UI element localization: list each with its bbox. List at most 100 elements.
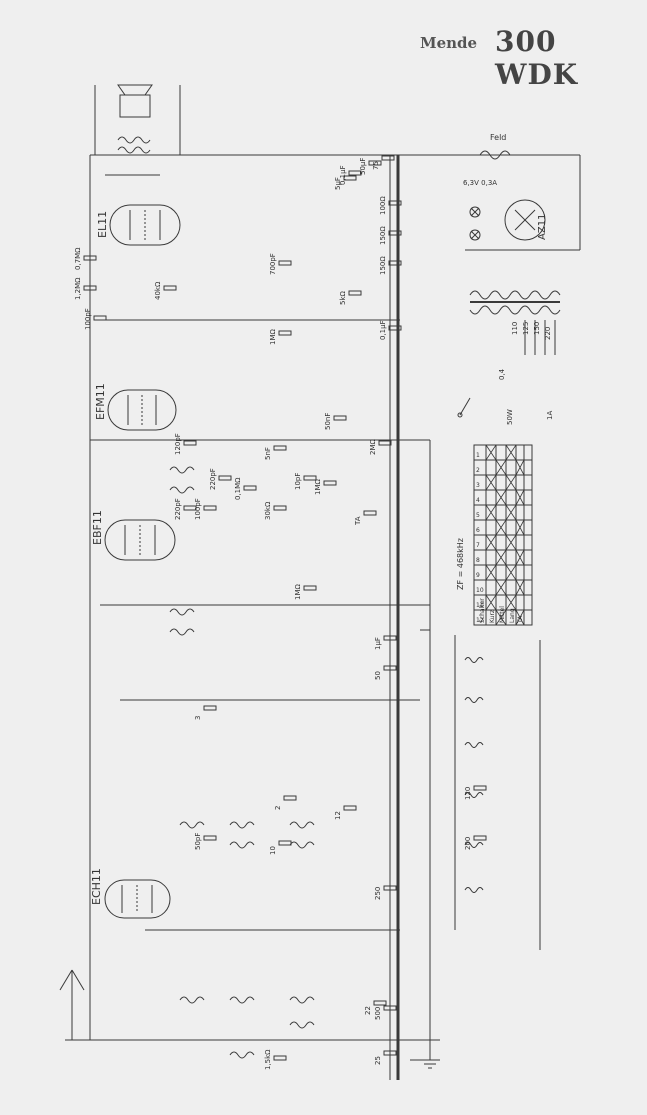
tube-ebf11: EBF11 <box>91 510 176 561</box>
mains-transformer <box>465 249 580 315</box>
switch-contact-mark <box>505 474 517 491</box>
switch-contact-mark <box>495 489 507 506</box>
mains-switch-icon <box>457 397 471 418</box>
svg-text:Schalter: Schalter <box>479 598 486 623</box>
switch-contact-mark <box>505 504 517 521</box>
svg-text:110: 110 <box>511 322 519 335</box>
component-symbol <box>93 315 107 321</box>
switch-column-number: 11 <box>476 602 484 609</box>
ground-icon <box>420 1059 440 1069</box>
switch-contact-mark <box>485 504 497 521</box>
switch-contact-mark <box>515 489 525 506</box>
component-symbol <box>383 635 397 641</box>
switch-contact-mark <box>495 609 507 626</box>
component-symbol <box>303 475 317 481</box>
svg-text:150: 150 <box>533 322 541 335</box>
power-rating-label: 50W <box>506 409 514 425</box>
component-value-label: 3 <box>194 716 202 720</box>
brand-title: Mende <box>420 34 478 52</box>
component-value-label: 50nF <box>324 413 332 430</box>
component-value-label: 100pF <box>84 308 92 330</box>
tube-label: EFM11 <box>94 383 107 420</box>
component-value-label: 1,5kΩ <box>264 1049 272 1070</box>
svg-text:125: 125 <box>522 322 530 335</box>
switch-column-number: 4 <box>476 497 480 504</box>
component-symbol <box>163 285 177 291</box>
component-symbol <box>218 475 232 481</box>
component-symbol <box>473 835 487 841</box>
component-value-label: 1,2MΩ <box>74 277 82 300</box>
antenna-icon <box>59 969 85 1040</box>
svg-text:TA: TA <box>517 615 524 624</box>
voltage-selector: 110 125 150 220 <box>511 320 556 355</box>
switch-column-number: 10 <box>476 587 484 594</box>
component-value-label: 2MΩ <box>369 439 377 455</box>
component-symbol <box>368 160 382 166</box>
switch-contact-mark <box>515 579 525 596</box>
component-value-label: 500 <box>374 1007 382 1020</box>
tube-az11: AZ11 <box>504 199 548 241</box>
component-value-label: 75 <box>372 161 380 170</box>
field-coil-icon: Feld <box>479 133 511 160</box>
switch-column-number: 1 <box>476 452 480 459</box>
component-value-label: 5µF <box>334 177 342 190</box>
component-value-label: 1MΩ <box>294 584 302 600</box>
component-symbol <box>303 585 317 591</box>
component-symbol <box>343 175 357 181</box>
component-value-label: 220pF <box>209 468 217 490</box>
component-symbol <box>388 200 402 206</box>
switch-contact-mark <box>505 444 517 461</box>
svg-text:Lang: Lang <box>509 608 516 623</box>
component-symbol <box>283 795 297 801</box>
switch-column-number: 5 <box>476 512 480 519</box>
tube-efm11: EFM11 <box>94 383 177 431</box>
component-value-label: 0,7MΩ <box>74 247 82 270</box>
switch-column-number: 8 <box>476 557 480 564</box>
component-value-label: 5kΩ <box>339 290 347 305</box>
tube-label: EBF11 <box>91 510 104 545</box>
switch-contact-mark <box>495 519 507 536</box>
component-symbol <box>383 885 397 891</box>
switch-column-number: 9 <box>476 572 480 579</box>
switch-contact-mark <box>495 579 507 596</box>
component-value-label: 100pF <box>194 498 202 520</box>
component-symbol <box>278 330 292 336</box>
component-value-label: 150Ω <box>379 256 387 275</box>
component-symbol <box>243 485 257 491</box>
component-value-label: 700pF <box>269 253 277 275</box>
component-value-label: 10pF <box>294 473 302 490</box>
component-value-label: 30kΩ <box>264 501 272 520</box>
component-symbol <box>343 805 357 811</box>
band-coils <box>179 821 315 1059</box>
component-value-label: 120 <box>464 787 472 800</box>
tube-el11: EL11 <box>96 204 181 246</box>
component-symbol <box>203 505 217 511</box>
component-value-label: 200 <box>464 837 472 850</box>
svg-text:Mittel: Mittel <box>499 606 506 623</box>
component-symbol <box>183 440 197 446</box>
switch-column-number: 2 <box>476 467 480 474</box>
lamp-label: 6,3V 0,3A <box>463 179 497 187</box>
component-symbol <box>388 325 402 331</box>
component-symbol <box>333 415 347 421</box>
component-symbol <box>383 1050 397 1056</box>
component-value-label: 50µF <box>359 158 367 175</box>
component-value-label: 25 <box>374 1056 382 1065</box>
component-symbol <box>83 285 97 291</box>
switch-column-number: 6 <box>476 527 480 534</box>
component-value-label: 1µF <box>374 637 382 650</box>
component-value-label: 150Ω <box>379 226 387 245</box>
component-value-label: 12 <box>334 811 342 820</box>
svg-text:Kurz: Kurz <box>489 610 496 623</box>
model-title: 300 WDK <box>495 25 579 91</box>
component-symbol <box>473 785 487 791</box>
tube-ech11: ECH11 <box>90 868 171 919</box>
switch-contact-mark <box>515 609 525 626</box>
coil-bank <box>454 635 541 950</box>
component-symbol <box>203 835 217 841</box>
pilot-lamp-icon: 6,3V 0,3A <box>463 179 497 241</box>
component-symbol <box>388 230 402 236</box>
component-symbol <box>273 1055 287 1061</box>
